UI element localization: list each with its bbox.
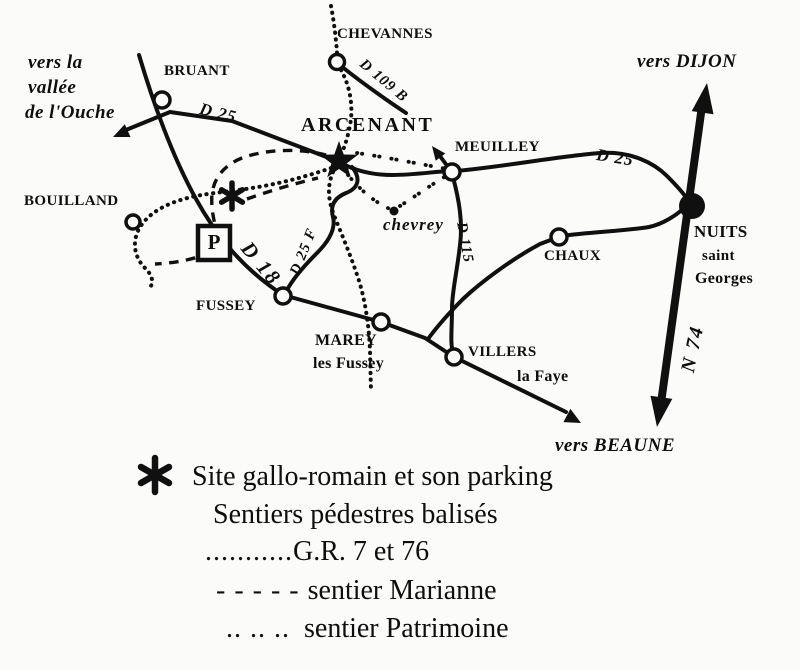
node-fussey [273,286,293,306]
label-fussey: FUSSEY [196,298,256,314]
parking-label: P [207,230,221,254]
gr-trail-arcenant-south [327,170,373,394]
road-d25-west [124,110,339,163]
label-villers-line1: VILLERS [468,344,537,360]
node-meuilley [442,162,462,182]
label-chaux: CHAUX [544,248,601,264]
road-d115 [449,175,464,354]
label-chevannes: CHEVANNES [337,26,433,42]
label-marey-line2: les Fussey [313,355,384,372]
patrimoine-trail-arcenant-chevrey [346,173,392,211]
label-marey-line1: MAREY [315,332,377,349]
label-bruant: BRUANT [164,63,230,79]
road-d25f [285,165,360,292]
label-bouilland: BOUILLAND [24,193,119,209]
legend-gr-line: ...........G.R. 7 et 76 [205,538,429,566]
legend-marianne-label: sentier Marianne [307,575,497,606]
node-chevannes [327,52,347,72]
label-villers-line2: la Faye [517,368,569,385]
legend-gr-label: G.R. 7 et 76 [293,536,430,567]
arrow-n74-north-icon [691,83,714,115]
patrimoine-trail-chevrey-meuilley [398,174,448,208]
road-villers-chaux [426,236,558,341]
legend-patrimoine-symbol: .. .. .. [226,613,290,644]
node-villers [444,347,464,367]
legend-marianne-symbol: - - - - - [216,575,300,606]
label-chevrey: chevrey [383,215,444,234]
node-bruant [152,90,172,110]
road-d25-east [454,150,690,202]
marianne-trail-spur [246,176,319,201]
arrow-meuilley-spur-icon [432,146,446,161]
road-chaux-nuits [560,205,687,238]
legend-marianne-line: - - - - -sentier Marianne [216,577,497,605]
gr-trail-west-loop [132,166,333,290]
road-d109b [339,64,408,115]
site-asterisk-icon [218,180,246,212]
road-n74 [657,105,706,404]
marianne-trail-loop [210,148,327,226]
direction-ouche-line3: de l'Ouche [25,102,115,123]
direction-dijon: vers DIJON [637,51,737,72]
node-marey [371,312,391,332]
direction-beaune: vers BEAUNE [555,435,676,456]
arrow-ouche-icon [113,124,131,137]
node-nuits [679,193,705,219]
label-meuilley: MEUILLEY [455,139,540,155]
direction-ouche-line1: vers la [28,52,83,73]
label-nuits-line3: Georges [695,270,754,287]
arrow-n74-south-icon [650,395,673,427]
patrimoine-trail-arcenant-meuilley [355,151,449,171]
arrow-beaune-icon [563,408,581,423]
direction-ouche-line2: vallée [28,77,77,98]
label-nuits-line2: saint [702,248,735,264]
label-nuits-line1: NUITS [694,222,748,241]
parking-square-icon [195,223,233,263]
label-arcenant: ARCENANT [301,114,435,136]
legend-patrimoine-label: sentier Patrimoine [304,613,509,644]
arcenant-star-icon [320,141,358,178]
node-bouilland [124,213,142,231]
node-chaux [549,227,569,247]
legend-asterisk-icon [137,454,173,496]
legend-sentiers-line: Sentiers pédestres balisés [213,499,498,530]
legend-site-line: Site gallo-romain et son parking [192,461,553,492]
legend-gr-symbol: ........... [205,536,293,567]
legend-patrimoine-line: .. .. .. sentier Patrimoine [226,615,509,643]
node-chevrey [389,206,399,216]
